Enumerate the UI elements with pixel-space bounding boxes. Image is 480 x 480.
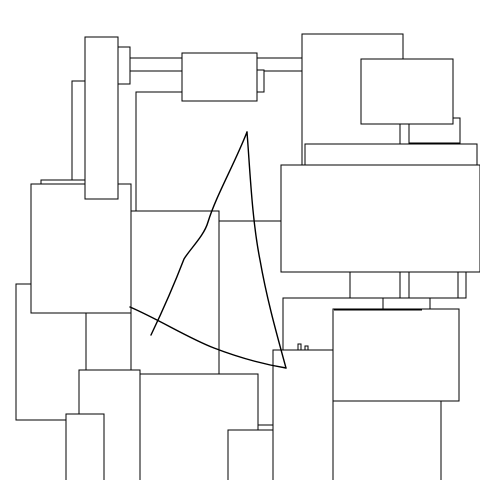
top-right-inner-box — [360, 58, 454, 125]
curve-right-stroke — [246, 131, 287, 369]
right-mid-frame — [282, 297, 383, 350]
center-left-box — [130, 210, 220, 376]
bottom-center-frame — [272, 349, 334, 480]
small-step-box — [382, 297, 431, 310]
vertical-stem-upper — [399, 123, 410, 145]
curve-bottom-stroke — [129, 306, 287, 369]
top-center-tab — [256, 69, 265, 93]
top-center-box — [181, 52, 258, 102]
top-left-tall-column — [84, 36, 119, 200]
right-mid-large-box — [280, 164, 480, 273]
bottom-left-small-box — [65, 413, 105, 480]
left-upper-bracket-line — [71, 80, 85, 181]
box-group — [30, 33, 480, 480]
curve-left-stroke — [150, 131, 248, 336]
right-wide-strip — [304, 143, 478, 166]
tiny-square-a — [297, 343, 302, 351]
right-lower-box — [332, 308, 460, 402]
bottom-small-box — [227, 429, 274, 480]
left-tall-box — [30, 183, 132, 314]
middle-vertical-line — [135, 91, 264, 212]
top-left-small-tab — [117, 46, 131, 85]
freehand-curves — [129, 131, 287, 369]
left-top-sliver — [40, 179, 86, 185]
left-bracket-line — [15, 283, 66, 421]
tiny-square-b — [304, 345, 309, 351]
